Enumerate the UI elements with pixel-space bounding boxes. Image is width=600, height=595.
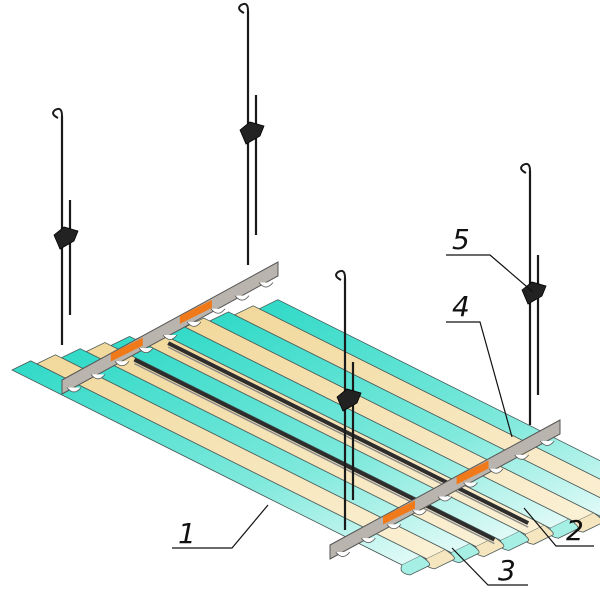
stringer-tooth <box>90 374 106 380</box>
callout-1-label: 1 <box>178 517 196 550</box>
stringer-tooth <box>386 524 402 530</box>
stringer <box>61 261 279 395</box>
callout-1-leader <box>172 504 269 549</box>
hanger <box>52 107 79 345</box>
carrier-rails <box>133 341 530 545</box>
carrier-rail-highlight <box>167 346 529 528</box>
stringer-tooth <box>258 282 274 288</box>
hanger <box>335 269 362 530</box>
stringer-tooth <box>488 468 504 474</box>
stringers <box>61 261 561 560</box>
stringer-tooth <box>539 440 555 446</box>
hanger-hook <box>335 269 346 281</box>
callout-5-label: 5 <box>452 223 470 256</box>
hanger <box>520 162 547 425</box>
brand-logo <box>383 500 415 525</box>
callout-2-leader <box>523 507 594 547</box>
hanger-clamp <box>336 388 362 412</box>
brand-logo <box>456 460 489 485</box>
brand-logo <box>179 299 212 324</box>
stringer <box>329 419 561 560</box>
hanger-hook <box>238 2 249 14</box>
stringer-tooth <box>114 360 130 367</box>
carrier-rail <box>133 357 496 542</box>
stringer-tooth <box>361 537 376 544</box>
stringer-tooth <box>463 482 478 488</box>
carrier-rail <box>167 341 530 525</box>
stringer-body <box>329 419 561 560</box>
callout-5-leader <box>446 254 534 293</box>
stringer-tooth <box>162 334 178 340</box>
callout-2-label: 2 <box>566 514 584 547</box>
stringer-tooth <box>234 295 250 301</box>
callout-3-label: 3 <box>498 554 516 587</box>
callout-4-leader <box>446 321 513 438</box>
ceiling-panels <box>11 299 600 576</box>
callout-4-label: 4 <box>452 290 470 323</box>
stringer-tooth <box>335 551 351 557</box>
stringer-tooth <box>138 347 154 354</box>
stringer-body <box>61 261 279 395</box>
callouts: 1 2 3 4 5 <box>172 223 594 587</box>
panel-edge <box>400 555 431 576</box>
brand-logo <box>110 337 143 362</box>
callout-3-leader <box>451 547 528 586</box>
hanger-hook <box>520 162 531 174</box>
stringer-tooth <box>412 510 427 516</box>
hanger-hook <box>52 107 63 119</box>
stringer-tooth <box>437 496 453 502</box>
hanger-clamp <box>53 226 79 250</box>
carrier-rail-highlight <box>134 362 495 545</box>
stringer-tooth <box>186 321 202 327</box>
hanger <box>238 2 265 265</box>
stringer-tooth <box>66 387 82 393</box>
hanger-clamp <box>239 121 265 145</box>
hangers <box>52 2 547 530</box>
stringer-tooth <box>514 454 529 460</box>
stringer-tooth <box>210 308 226 314</box>
